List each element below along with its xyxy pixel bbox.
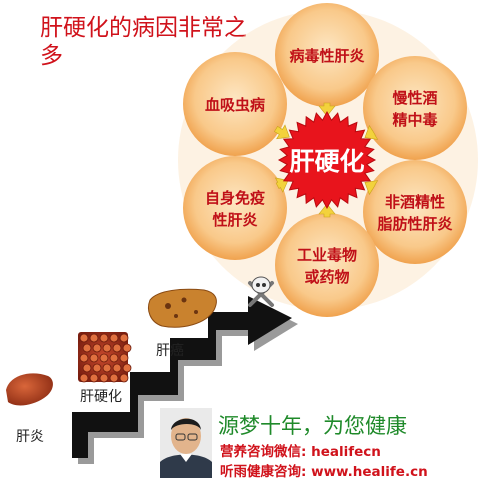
cause-arrow xyxy=(274,177,289,193)
cirrhosis-nodule xyxy=(119,373,129,383)
cirrhosis-nodule xyxy=(99,373,109,383)
cause-arrow xyxy=(318,102,336,117)
cause-arrow xyxy=(364,124,379,140)
cirrhosis-nodule xyxy=(79,353,89,363)
cirrhosis-nodule xyxy=(119,353,129,363)
cirrhosis-nodule xyxy=(112,363,122,373)
center-label: 肝硬化 xyxy=(289,147,364,176)
cause-label: 性肝炎 xyxy=(212,211,257,229)
cause-arrow xyxy=(318,203,336,218)
cause-label: 或药物 xyxy=(304,268,349,286)
cirrhosis-nodule xyxy=(89,353,99,363)
cirrhosis-nodule xyxy=(82,363,92,373)
cause-label: 非酒精性 xyxy=(385,193,445,211)
cirrhosis-nodule xyxy=(89,373,99,383)
cirrhosis-nodule xyxy=(102,343,112,353)
progression-staircase xyxy=(72,296,292,458)
skull-icon xyxy=(248,276,274,307)
cause-arrow xyxy=(273,124,290,140)
cirrhosis-nodule xyxy=(82,343,92,353)
stage-label-cirrhosis: 肝硬化 xyxy=(80,389,122,405)
doctor-portrait xyxy=(160,408,212,478)
contact-site: 听雨健康咨询: www.healife.cn xyxy=(220,464,428,480)
cancer-liver-icon xyxy=(148,288,217,328)
cirrhosis-nodule xyxy=(112,343,122,353)
cause-label: 工业毒物 xyxy=(297,246,357,264)
contact-wechat: 营养咨询微信: healifecn xyxy=(220,444,381,460)
cirrhosis-nodule xyxy=(109,353,119,363)
cirrhosis-nodule xyxy=(99,353,109,363)
stage-label-hepatitis: 肝炎 xyxy=(16,429,44,445)
cirrhosis-nodule xyxy=(109,373,119,383)
cause-petal xyxy=(363,56,467,160)
cirrhosis-nodule xyxy=(122,363,132,373)
cirrhosis-nodule xyxy=(79,373,89,383)
cause-petal xyxy=(363,160,467,264)
cirrhosis-nodule xyxy=(99,333,109,343)
stage-label-cancer: 肝癌 xyxy=(156,343,184,359)
cirrhosis-nodule xyxy=(89,333,99,343)
cause-label: 自身免疫 xyxy=(205,189,265,207)
cause-label: 精中毒 xyxy=(392,111,437,129)
cause-label: 病毒性肝炎 xyxy=(289,47,364,65)
cirrhosis-nodule xyxy=(79,333,89,343)
hepatitis-liver-icon xyxy=(6,373,53,406)
cirrhosis-nodule xyxy=(92,363,102,373)
cause-petal xyxy=(183,52,287,156)
cirrhosis-nodule xyxy=(92,343,102,353)
cirrhosis-nodule xyxy=(119,333,129,343)
cause-petal xyxy=(183,156,287,260)
cirrhosis-nodule xyxy=(109,333,119,343)
center-starburst xyxy=(277,110,377,210)
cirrhosis-nodule xyxy=(122,343,132,353)
page-title: 肝硬化的病因非常之多 xyxy=(40,15,247,69)
cause-label: 血吸虫病 xyxy=(205,96,265,114)
cause-arrow xyxy=(364,180,379,196)
cause-label: 脂肪性肝炎 xyxy=(377,215,452,233)
cause-petal xyxy=(275,213,379,317)
cause-petal xyxy=(275,3,379,107)
cause-label: 慢性酒 xyxy=(392,89,437,107)
slogan: 源梦十年，为您健康 xyxy=(218,414,407,438)
cirrhosis-nodule xyxy=(102,363,112,373)
